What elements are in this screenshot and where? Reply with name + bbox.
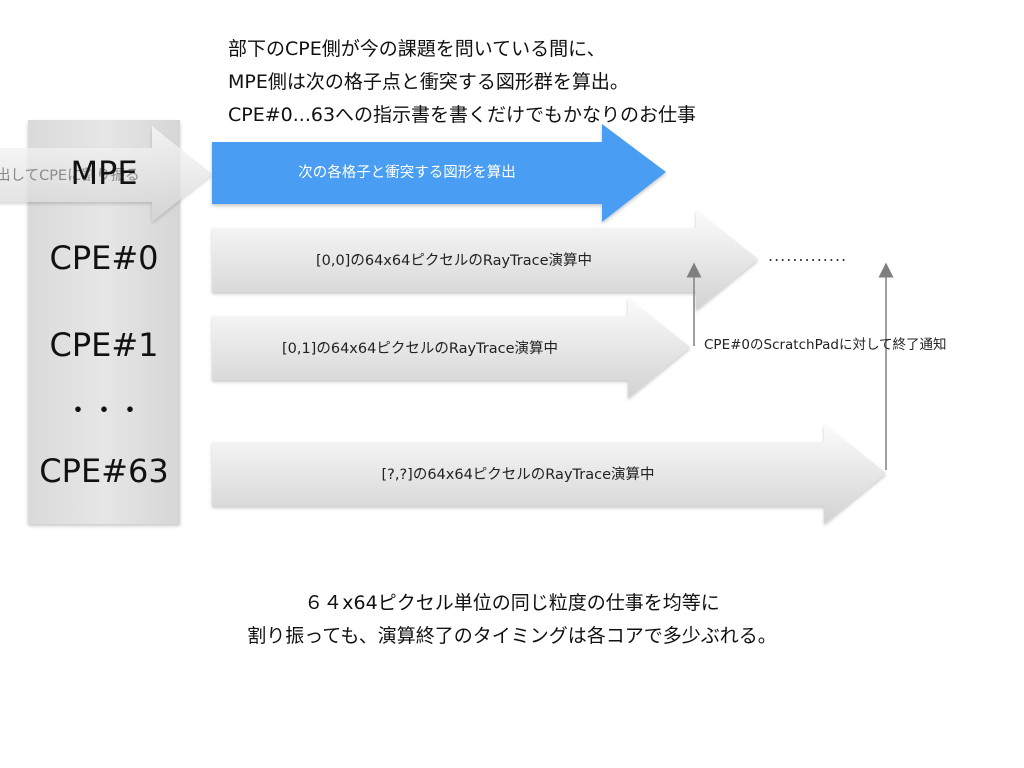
header-line-3: CPE#0...63への指示書を書くだけでもかなりのお仕事: [228, 104, 697, 126]
header-line-1: 部下のCPE側が今の課題を問いている間に、: [228, 38, 606, 60]
mpe-task-arrow: [212, 124, 666, 222]
cpe63-task-label: [?,?]の64x64ピクセルのRayTrace演算中: [381, 467, 655, 483]
mpe-task-label: 次の各格子と衝突する図形を算出: [298, 165, 516, 181]
cpe0-task-label: [0,0]の64x64ピクセルのRayTrace演算中: [315, 253, 593, 269]
footer-line-1: ６４x64ピクセル単位の同じ粒度の仕事を均等に: [304, 592, 720, 614]
cpe1-task-label: [0,1]の64x64ピクセルのRayTrace演算中: [281, 341, 559, 357]
notify-label: CPE#0のScratchPadに対して終了通知: [704, 337, 947, 353]
header-line-2: MPE側は次の格子点と衝突する図形群を算出。: [228, 71, 629, 93]
processor-label-cpe0: CPE#0: [49, 239, 159, 277]
cpe1-task-arrow: [212, 298, 690, 398]
footer-line-2: 割り振っても、演算終了のタイミングは各コアで多少ぶれる。: [247, 625, 777, 647]
processor-label-mpe: MPE: [70, 154, 138, 192]
cpe0-task-arrow: [212, 210, 758, 310]
assign-arrow: [0, 126, 212, 222]
processor-label-cpe1: CPE#1: [49, 326, 159, 364]
processor-label-cpe63: CPE#63: [39, 452, 169, 490]
assign-arrow-label: 出してCPEに割り振る: [0, 168, 140, 184]
continuation-dots: .............: [768, 246, 848, 265]
processor-label-ellipsis: ・・・: [64, 396, 143, 426]
cpe63-task-arrow: [212, 424, 886, 524]
